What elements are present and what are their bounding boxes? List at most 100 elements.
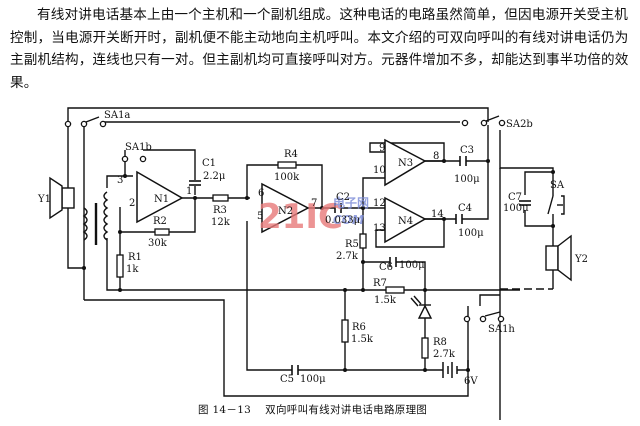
transformer-icon: [82, 191, 109, 245]
pin-14: 14: [431, 209, 444, 220]
wire-top-outer: [67, 107, 489, 123]
led-icon: [410, 295, 433, 319]
junction: [551, 170, 555, 174]
terminal: [64, 120, 72, 128]
junction: [193, 196, 197, 200]
label-r4-value: 100k: [274, 172, 300, 183]
junction: [361, 260, 365, 264]
wire-c5-left: [246, 290, 292, 371]
junction: [343, 368, 347, 372]
resistor-r7: [385, 286, 405, 294]
label-c7: C7: [508, 192, 522, 203]
label-c3: C3: [460, 145, 474, 156]
label-r3: R3: [213, 205, 227, 216]
terminal: [121, 155, 129, 163]
wire-n3-minus: [362, 177, 385, 208]
label-c4-value: 100μ: [458, 228, 484, 239]
label-r8-value: 2.7k: [433, 349, 456, 360]
junction: [466, 368, 470, 372]
junction: [442, 159, 446, 163]
label-c5-value: 100μ: [300, 374, 326, 385]
labels: Y1 Y2 SA1a SA1b SA2b SA1h SA N1 N2 N3 N4…: [37, 110, 588, 387]
wire-r2-right: [169, 199, 196, 233]
caption-number: 图 14－13: [198, 404, 252, 416]
pin-8: 8: [433, 151, 439, 162]
watermark-sub-top: 电子网: [333, 195, 369, 210]
junction: [123, 174, 127, 178]
junction: [118, 288, 122, 292]
label-y1: Y1: [37, 194, 51, 205]
resistor-r6: [341, 319, 349, 343]
junction: [320, 206, 324, 210]
junction: [361, 288, 365, 292]
junction: [343, 288, 347, 292]
label-c6: C6: [379, 262, 393, 273]
label-battery-voltage: 6V: [464, 376, 478, 387]
pin-7: 7: [311, 198, 317, 209]
wire-right-top: [499, 130, 554, 172]
pin-12: 12: [373, 198, 386, 209]
label-r2: R2: [153, 216, 167, 227]
label-r1-value: 1k: [126, 264, 139, 275]
pin-9: 9: [379, 143, 385, 154]
label-sa1a: SA1a: [104, 110, 130, 121]
wire-battery-right: [457, 306, 469, 371]
intro-paragraph-text: 有线对讲电话基本上由一个主机和一个副机组成。这种电话的电路虽然简单，但因电源开关…: [10, 7, 629, 91]
label-sa2b: SA2b: [506, 119, 533, 130]
label-n3: N3: [398, 158, 413, 169]
junction: [551, 224, 555, 228]
label-c2-value: 0.033μ: [325, 215, 361, 226]
intro-paragraph: 有线对讲电话基本上由一个主机和一个副机组成。这种电话的电路虽然简单，但因电源开关…: [10, 4, 635, 94]
switch-sa1h-lever: [484, 311, 501, 317]
resistor-r1: [116, 254, 124, 278]
junction: [486, 159, 490, 163]
wire-c7-top: [524, 171, 553, 195]
terminal: [498, 119, 506, 127]
label-c1: C1: [202, 158, 216, 169]
label-y2: Y2: [574, 254, 588, 265]
label-c7-value: 100μ: [503, 203, 529, 214]
pin-1: 1: [186, 186, 192, 197]
terminal: [463, 315, 471, 323]
watermark-main: 21IC: [258, 197, 343, 237]
wire-c6-right: [396, 261, 426, 290]
pin-6: 6: [258, 188, 264, 199]
opamp-n1: [136, 170, 184, 224]
label-c1-value: 2.2μ: [203, 171, 226, 182]
terminal: [139, 155, 147, 163]
opamp-n2: [261, 182, 310, 234]
wire-sa2a: [102, 121, 460, 123]
opamp-n4: [384, 196, 427, 244]
junctions: [82, 159, 555, 372]
switch-terminals: [64, 119, 506, 323]
resistor-r4: [277, 161, 297, 169]
junction: [442, 217, 446, 221]
watermark: 21IC 电子网 COM: [258, 195, 369, 237]
resistor-r5: [359, 233, 367, 249]
watermark-sub-bottom: COM: [333, 213, 364, 227]
resistor-r3: [212, 194, 229, 202]
label-c3-value: 100μ: [454, 174, 480, 185]
label-r1: R1: [128, 252, 142, 263]
capacitors: [189, 156, 531, 375]
label-r8: R8: [433, 337, 447, 348]
label-c2: C2: [336, 192, 350, 203]
junction: [82, 266, 86, 270]
pin-13: 13: [373, 223, 386, 234]
terminal: [99, 120, 107, 128]
label-r5-value: 2.7k: [336, 251, 359, 262]
pin-3: 3: [117, 175, 123, 186]
resistors: [116, 161, 429, 359]
battery-icon: [442, 362, 458, 378]
switch-sa1a-lever: [85, 116, 100, 123]
label-n1: N1: [154, 194, 169, 205]
label-sa1h: SA1h: [488, 324, 515, 335]
label-r7-value: 1.5k: [374, 295, 397, 306]
junction: [118, 230, 122, 234]
label-sa1b: SA1b: [125, 142, 152, 153]
pin-10: 10: [373, 165, 386, 176]
wire-sa1b-right: [143, 149, 196, 180]
label-r6-value: 1.5k: [351, 334, 374, 345]
